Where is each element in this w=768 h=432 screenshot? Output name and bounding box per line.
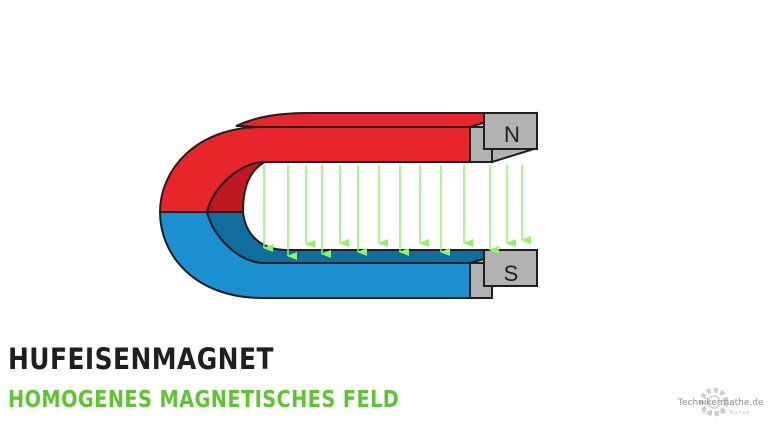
field-lines [263,165,531,260]
south-arm-inner-face [205,211,516,264]
north-pole: N [469,111,538,164]
north-arm-top-face [235,112,516,128]
south-pole: S [469,249,538,299]
south-pole-label: S [504,261,519,286]
north-arm [158,112,516,213]
watermark-logo: Technikermathe.de Online-Kurse [678,384,764,426]
watermark-text: Technikermathe.de [678,398,764,408]
south-arm [158,211,516,299]
subtitle: HOMOGENES MAGNETISCHES FELD [8,387,400,413]
north-arm-body [158,126,471,213]
watermark-subtext: Online-Kurse [702,410,751,416]
gear-icon [699,387,729,417]
title: HUFEISENMAGNET [8,342,274,376]
north-pole-label: N [504,122,520,147]
